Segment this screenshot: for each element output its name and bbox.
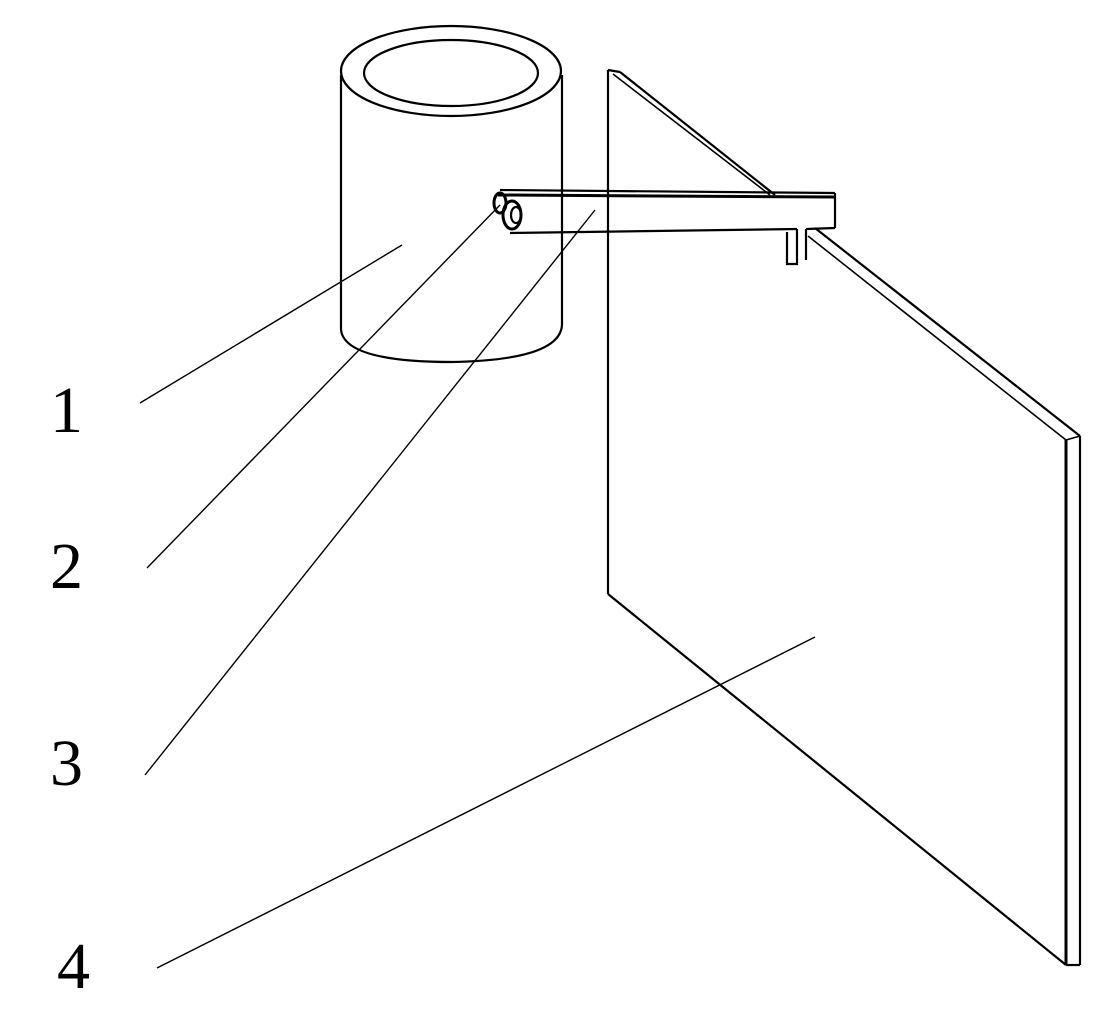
label-4: 4	[57, 930, 90, 1003]
label-2: 2	[50, 530, 83, 603]
label-3: 3	[50, 727, 83, 800]
label-1: 1	[50, 374, 83, 447]
plate-lower	[607, 227, 1082, 967]
cylinder	[339, 24, 564, 364]
pivot	[492, 191, 523, 231]
leader-line-3	[144, 209, 596, 776]
leader-line-1	[139, 244, 403, 404]
leader-line-2	[146, 204, 501, 569]
leader-line-4	[156, 636, 816, 969]
leader-lines	[139, 204, 816, 969]
plate-upper	[606, 68, 776, 594]
reference-numerals: 1 2 3 4	[50, 374, 90, 1003]
arm	[497, 188, 837, 266]
